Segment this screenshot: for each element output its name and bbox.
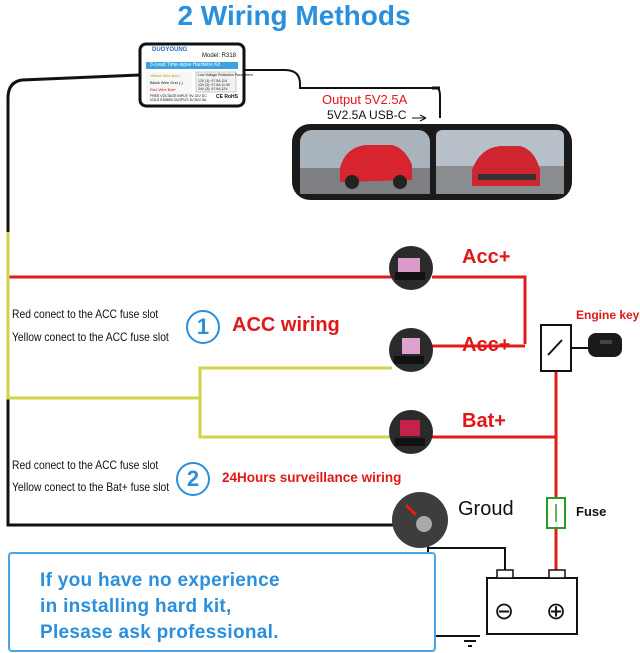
- method-1-red-text: Red conect to the ACC fuse slot: [12, 307, 159, 321]
- yellow-wire-method-2: [198, 398, 392, 439]
- black-power-cable: [6, 73, 420, 527]
- kit-protection-line: 12V (2): 97.5A 11.5V: [198, 83, 231, 87]
- usb-label: 5V2.5A USB-C: [327, 108, 407, 122]
- method-1-yellow-text: Yellow conect to the ACC fuse slot: [12, 330, 169, 344]
- fuse-block-acc2: [389, 328, 433, 372]
- kit-protection-line: 12V (1): 97.5A 11V: [198, 79, 228, 83]
- notice-box: If you have no experience in installing …: [8, 552, 436, 652]
- red-wire-method-1: [6, 232, 392, 279]
- kit-wire-black: Black Wire Gnd (-): [150, 80, 183, 85]
- output-label: Output 5V2.5A: [322, 92, 408, 107]
- method-2-yellow-text: Yellow conect to the Bat+ fuse slot: [12, 480, 170, 494]
- page-title: 2 Wiring Methods: [177, 0, 411, 31]
- kit-name: 3-Lead Time-lapse Hardwire Kit: [150, 62, 221, 68]
- notice-line-2: in installing hard kit,: [40, 596, 232, 617]
- method-2-number-badge: 2: [176, 462, 210, 496]
- engine-key-label: Engine key: [576, 308, 640, 322]
- ground-label: Groud: [458, 498, 514, 520]
- red-wire-link: [432, 275, 527, 344]
- kit-output: VOLS ES9890 OUTPUT: DC5V2.5A: [150, 98, 207, 102]
- fuse-block-bat: [389, 410, 433, 454]
- kit-wire-red: Red Wire Bat+: [150, 87, 177, 92]
- kit-brand: DUOYOUNG: [152, 47, 188, 53]
- acc-plus-label-2: Acc+: [462, 334, 511, 356]
- kit-protection-line: 24V (3): 97.5A 12V: [198, 87, 228, 91]
- notice-line-3: Plesase ask professional.: [40, 622, 279, 643]
- battery-plus-icon: ⊕: [546, 598, 567, 625]
- method-2-red-text: Red conect to the ACC fuse slot: [12, 458, 159, 472]
- car-battery: [486, 577, 578, 635]
- ground-bolt: [392, 492, 448, 548]
- kit-model: Model: R318: [202, 53, 237, 59]
- notice-line-1: If you have no experience: [40, 570, 280, 591]
- kit-input: FREE VOLTAGE INPUT: 9V-32V DC: [150, 94, 207, 98]
- method-1-number-badge: 1: [186, 310, 220, 344]
- ignition-switch: [540, 324, 572, 372]
- battery-minus-icon: ⊖: [494, 598, 515, 625]
- bat-plus-label: Bat+: [462, 410, 506, 432]
- engine-key-icon: [588, 333, 622, 357]
- fuse-block-acc1: [389, 246, 433, 290]
- kit-cert: CE RoHS: [216, 94, 238, 100]
- acc-plus-label-1: Acc+: [462, 246, 511, 268]
- kit-wire-yellow: Yellow Wire Acc+: [150, 73, 181, 78]
- fuse-label: Fuse: [576, 504, 607, 519]
- method-1-title: ACC wiring: [232, 314, 340, 336]
- method-2-title: 24Hours surveillance wiring: [222, 470, 402, 485]
- kit-protection-title: Low Voltage Protection Parameters: [198, 73, 253, 77]
